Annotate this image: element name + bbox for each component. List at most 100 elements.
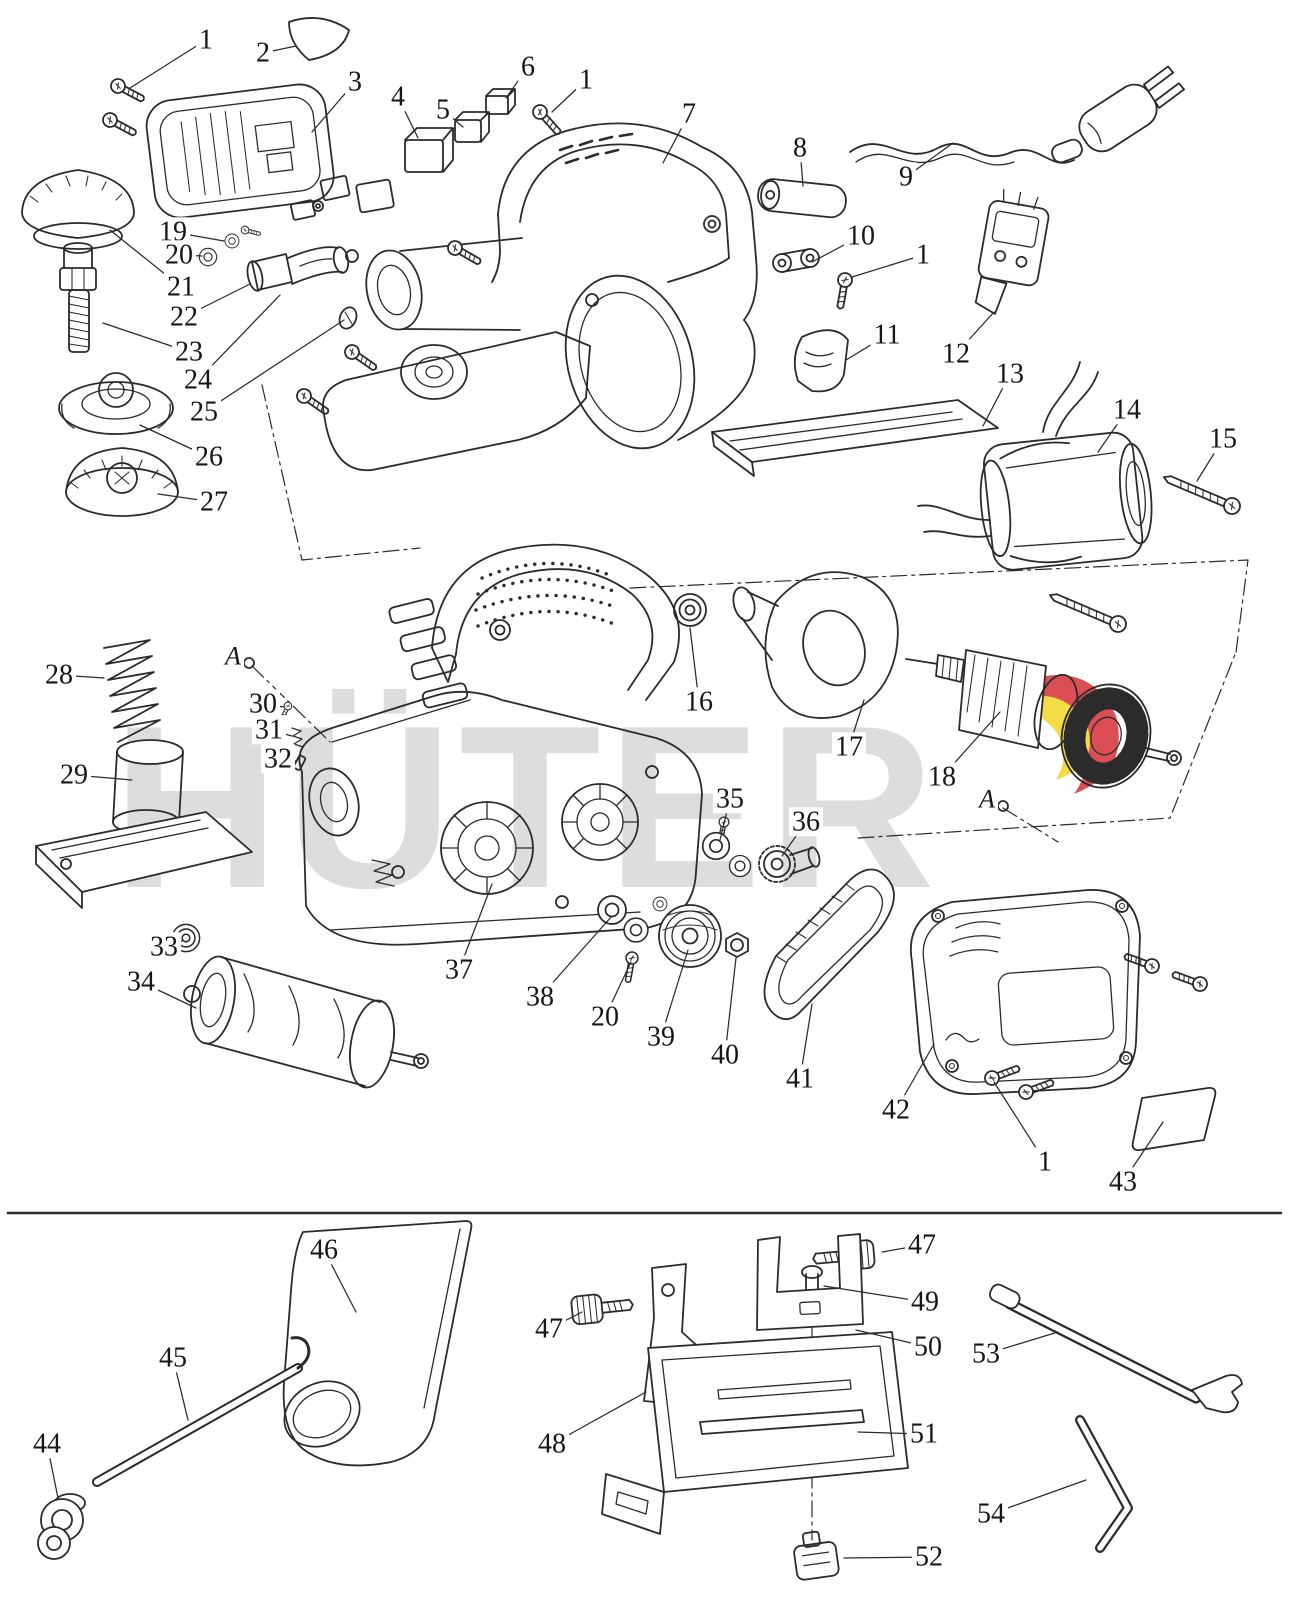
leader-line-25: [203, 319, 345, 413]
part-label-54: 54: [974, 1499, 1008, 1529]
part-label-34: 34: [124, 967, 158, 997]
part-label-47: 47: [905, 1230, 939, 1260]
part-label-29: 29: [57, 760, 91, 790]
part-label-20: 20: [588, 1002, 622, 1032]
part-label-13: 13: [993, 359, 1027, 389]
small-connector-pieces: [290, 174, 395, 221]
part-label-7: 7: [679, 99, 699, 129]
part-label-45: 45: [156, 1343, 190, 1373]
part-37-body: [298, 543, 703, 946]
leader-line-40: [724, 957, 737, 1056]
part-label-49: 49: [908, 1287, 942, 1317]
part-34-blade-drum: [183, 955, 429, 1089]
part-13-baffle-plate: [711, 399, 999, 477]
part-54-hex-key: [1075, 1415, 1133, 1553]
part-11-wire-clamp: [793, 329, 849, 393]
part-36-gear: [758, 845, 821, 883]
part-label-3: 3: [345, 67, 365, 97]
part-label-40: 40: [708, 1040, 742, 1070]
vent-slots: [388, 598, 469, 709]
part-label-6: 6: [518, 52, 538, 82]
part-label-17: 17: [832, 732, 866, 762]
part-6-clip: [485, 88, 516, 115]
part-52-clamp-shoe: [793, 1530, 840, 1581]
marker-A2-circle: [997, 800, 1009, 812]
part-label-21: 21: [164, 272, 198, 302]
section-line-armature-bottom: [857, 651, 1237, 839]
section-line-left: [261, 384, 421, 561]
part-label-53: 53: [969, 1339, 1003, 1369]
part-label-14: 14: [1110, 395, 1144, 425]
view-marker-A: A: [222, 642, 244, 670]
part-4-terminal-block: [404, 127, 454, 173]
part-label-25: 25: [187, 397, 221, 427]
part-label-42: 42: [879, 1095, 913, 1125]
part-21-depth-knob: [21, 169, 135, 353]
part-25-pin: [338, 306, 358, 330]
part-label-1: 1: [913, 240, 933, 270]
part-42-belt-cover: [910, 889, 1141, 1095]
part-label-37: 37: [442, 955, 476, 985]
part-label-48: 48: [535, 1429, 569, 1459]
part-24-lever: [246, 246, 359, 292]
part-53-wrench: [989, 1283, 1243, 1414]
part-label-5: 5: [433, 95, 453, 125]
part-40-nut: [725, 932, 749, 958]
part-label-10: 10: [844, 221, 878, 251]
part-51-fence-plate: [601, 1331, 909, 1535]
part-27-ribbed-dome: [65, 447, 179, 517]
part-label-9: 9: [896, 162, 916, 192]
part-label-50: 50: [911, 1332, 945, 1362]
part-label-38: 38: [523, 982, 557, 1012]
part-label-39: 39: [644, 1022, 678, 1052]
part-3-housing-cover: [145, 83, 335, 219]
part-12-switch: [974, 188, 1050, 315]
part-41-drive-belt: [763, 868, 895, 1020]
part-14-stator: [917, 361, 1153, 571]
part-label-27: 27: [197, 487, 231, 517]
part-17-fan-baffle: [732, 571, 899, 719]
part-label-43: 43: [1106, 1167, 1140, 1197]
part-7-motor-housing: [322, 122, 758, 472]
part-label-28: 28: [42, 660, 76, 690]
part-45-rod: [92, 1336, 311, 1487]
part-label-24: 24: [181, 365, 215, 395]
leader-line-1: [129, 39, 207, 89]
part-18-armature: [905, 649, 1182, 789]
part-label-1: 1: [576, 65, 596, 95]
part-label-26: 26: [192, 442, 226, 472]
section-line-markerA2: [1002, 807, 1059, 843]
part-label-22: 22: [167, 302, 201, 332]
marker-A1-circle: [243, 657, 255, 669]
section-line-armature-top: [629, 559, 1249, 653]
part-label-8: 8: [790, 133, 810, 163]
part-label-15: 15: [1206, 424, 1240, 454]
part-label-16: 16: [682, 687, 716, 717]
part-26-boot: [58, 372, 174, 435]
part-43-sticker: [1131, 1087, 1217, 1151]
part-28-spring: [103, 639, 161, 743]
part-label-46: 46: [307, 1235, 341, 1265]
part-46-dust-chute: [282, 1220, 473, 1467]
part-label-47: 47: [532, 1314, 566, 1344]
part-label-44: 44: [30, 1429, 64, 1459]
part-label-2: 2: [253, 38, 273, 68]
part-label-51: 51: [907, 1419, 941, 1449]
part-9-power-cord: [849, 65, 1185, 166]
view-marker-A: A: [976, 785, 998, 813]
part-label-31: 31: [252, 715, 286, 745]
part-label-32: 32: [261, 744, 295, 774]
part-label-30: 30: [246, 689, 280, 719]
part-29-roller-and-base: [35, 739, 253, 909]
part-label-11: 11: [870, 320, 904, 350]
part-label-23: 23: [172, 337, 206, 367]
part-44-end-cap: [37, 1493, 86, 1560]
part-label-12: 12: [939, 339, 973, 369]
part-label-36: 36: [789, 807, 823, 837]
part-50-guide-bracket: [756, 1233, 864, 1331]
part-2-sticker: [288, 17, 350, 61]
part-label-1: 1: [1035, 1147, 1055, 1177]
part-31-spring: [291, 727, 304, 748]
